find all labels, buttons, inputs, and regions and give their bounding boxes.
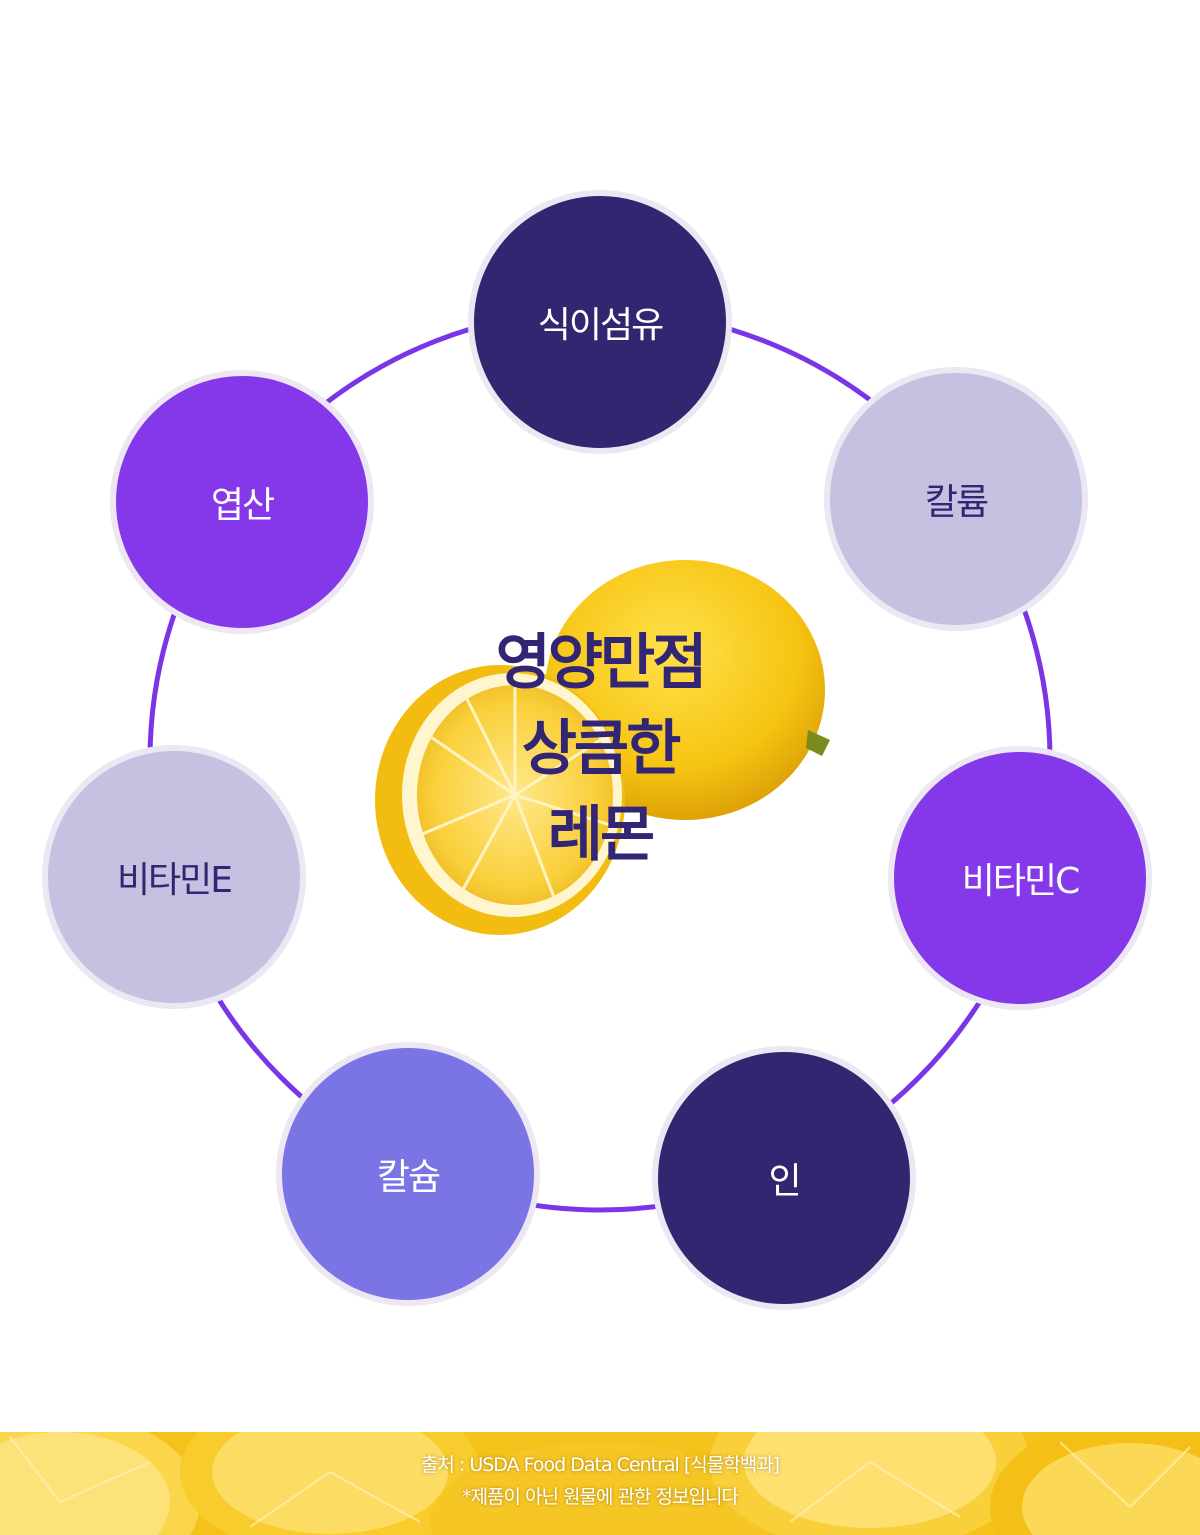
lemon-slices-background: [0, 1432, 1200, 1535]
lemon-stem: [806, 730, 830, 756]
nutrient-label: 식이섬유: [537, 305, 664, 346]
nutrient-label: 비타민E: [116, 860, 233, 901]
nutrient-label: 칼륨: [924, 482, 989, 523]
nutrient-circle-potassium: 칼륨: [824, 367, 1088, 631]
nutrient-label: 인: [768, 1161, 801, 1202]
nutrient-circle-phosphorus: 인: [652, 1046, 916, 1310]
nutrient-circle-vitamin-e: 비타민E: [42, 745, 306, 1009]
disclaimer-note: *제품이 아닌 원물에 관한 정보입니다: [462, 1486, 739, 1508]
nutrient-circle-calcium: 칼슘: [276, 1042, 540, 1306]
center-title: 영양만점 상큼한 레몬: [400, 620, 800, 878]
lemon-illustration: [375, 560, 830, 935]
nutrient-label: 엽산: [210, 485, 275, 526]
nutrient-label: 비타민C: [961, 861, 1080, 902]
title-line-2: 상큼한: [521, 714, 682, 784]
nutrient-circle-vitamin-c: 비타민C: [888, 746, 1152, 1010]
footer-banner: 출처 : USDA Food Data Central [식물학백과] *제품이…: [0, 1432, 1200, 1535]
lemon-segments: [419, 687, 611, 901]
nutrient-label: 칼슘: [376, 1157, 441, 1198]
title-line-3: 레몬: [547, 800, 655, 870]
source-note: 출처 : USDA Food Data Central [식물학백과]: [420, 1454, 780, 1476]
nutrient-circle-dietary-fiber: 식이섬유: [468, 190, 732, 454]
title-line-1: 영양만점: [495, 628, 708, 698]
nutrient-circle-folic-acid: 엽산: [110, 370, 374, 634]
